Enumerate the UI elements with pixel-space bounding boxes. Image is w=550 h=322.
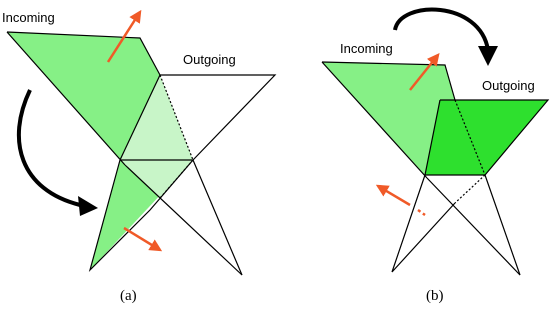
hidden-edge-b1 (454, 99, 486, 176)
panel-b: Incoming Outgoing (b) (321, 7, 550, 304)
outgoing-label-b: Outgoing (482, 78, 535, 93)
rotation-arrow-head-a (78, 196, 98, 216)
hidden-edge-a2 (159, 159, 194, 199)
panel-a: Incoming Outgoing (a) (2, 9, 277, 304)
lower-normal-dash-b (417, 208, 426, 217)
overlap-face-a (120, 75, 193, 160)
caption-b: (b) (426, 288, 444, 304)
incoming-label-a: Incoming (2, 10, 55, 25)
incoming-normal-arrow-a (106, 9, 142, 63)
rotation-arrow-a (16, 89, 81, 207)
incoming-label-b: Incoming (340, 41, 393, 56)
outgoing-face-b (425, 100, 548, 175)
incoming-normal-arrow-b (409, 53, 440, 91)
lower-normal-arrow-a (123, 226, 163, 252)
lower-normal-arrow-b (375, 184, 411, 207)
rotation-arrow-head-b (478, 46, 498, 66)
incoming-face-a (7, 32, 160, 160)
lower-overlap-a (120, 160, 193, 198)
outgoing-label-a: Outgoing (183, 52, 236, 67)
hidden-edge-a1 (159, 74, 194, 161)
incoming-face-b (322, 62, 455, 175)
caption-a: (a) (120, 288, 137, 304)
hidden-edge-b2 (454, 174, 486, 204)
rotation-arrow-b (393, 7, 490, 51)
